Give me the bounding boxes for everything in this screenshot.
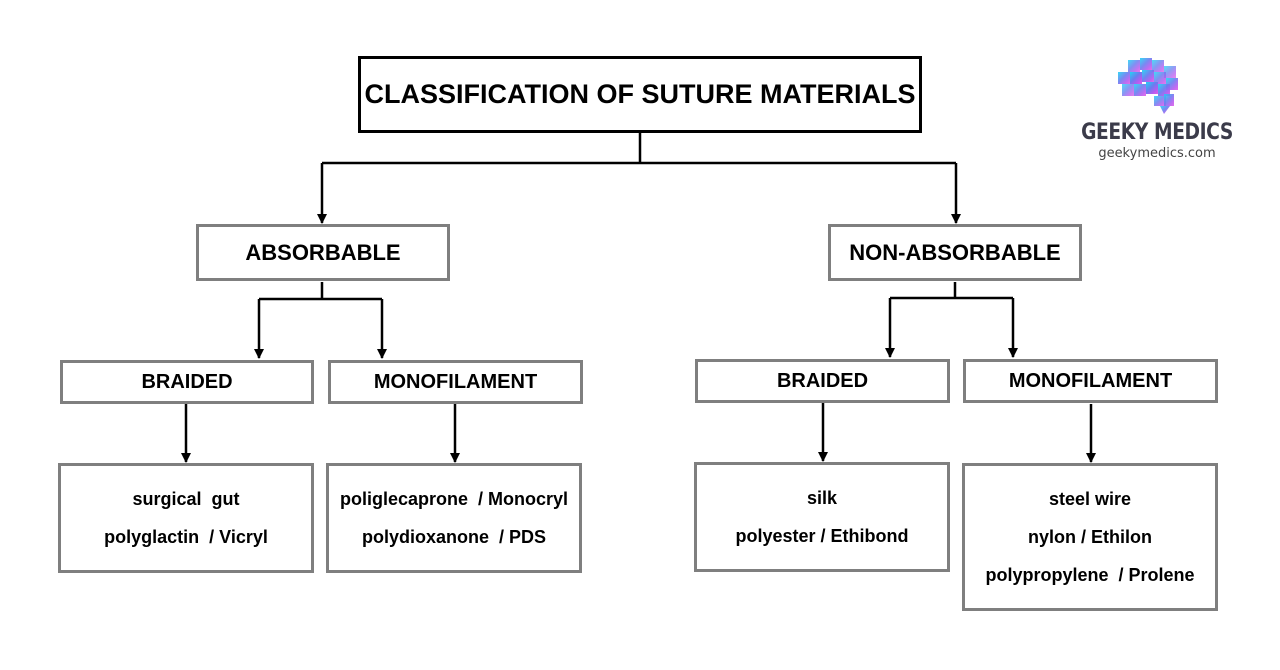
node-non-absorbable-monofilament-label: MONOFILAMENT xyxy=(1008,369,1173,392)
example-item: polyester / Ethibond xyxy=(735,526,909,546)
example-item: polyglactin / Vicryl xyxy=(104,527,268,547)
node-absorbable-label: ABSORBABLE xyxy=(245,239,401,265)
connector-title-split xyxy=(322,133,956,165)
logo-name: GEEKY MEDICS xyxy=(1081,120,1233,145)
examples-non-absorbable-braided: silk polyester / Ethibond xyxy=(694,462,950,572)
example-item: nylon / Ethilon xyxy=(1028,527,1152,547)
node-non-absorbable-braided: BRAIDED xyxy=(695,359,950,403)
example-item: silk xyxy=(806,488,838,508)
node-absorbable-braided-label: BRAIDED xyxy=(141,370,233,393)
examples-non-absorbable-monofilament: steel wire nylon / Ethilon polypropylene… xyxy=(962,463,1218,611)
examples-absorbable-braided: surgical gut polyglactin / Vicryl xyxy=(58,463,314,573)
node-non-absorbable-monofilament: MONOFILAMENT xyxy=(963,359,1218,403)
node-non-absorbable-label: NON-ABSORBABLE xyxy=(849,239,1061,265)
node-non-absorbable: NON-ABSORBABLE xyxy=(828,224,1082,281)
node-absorbable-monofilament-label: MONOFILAMENT xyxy=(373,370,538,393)
connector-non-absorbable-split xyxy=(890,282,1013,300)
example-item: poliglecaprone / Monocryl xyxy=(339,489,569,509)
geeky-medics-logo: GEEKY MEDICS geekymedics.com xyxy=(1052,48,1262,163)
node-absorbable-braided: BRAIDED xyxy=(60,360,314,404)
example-item: polydioxanone / PDS xyxy=(361,527,547,547)
connector-absorbable-split xyxy=(259,282,382,301)
node-absorbable: ABSORBABLE xyxy=(196,224,450,281)
diagram-title: CLASSIFICATION OF SUTURE MATERIALS xyxy=(358,56,922,133)
examples-absorbable-monofilament: poliglecaprone / Monocryl polydioxanone … xyxy=(326,463,582,573)
example-item: surgical gut xyxy=(132,489,240,509)
diagram-title-text: CLASSIFICATION OF SUTURE MATERIALS xyxy=(364,79,916,109)
node-non-absorbable-braided-label: BRAIDED xyxy=(776,369,869,392)
logo-url: geekymedics.com xyxy=(1098,146,1216,161)
node-absorbable-monofilament: MONOFILAMENT xyxy=(328,360,583,404)
example-item: polypropylene / Prolene xyxy=(985,565,1195,585)
example-item: steel wire xyxy=(1048,489,1132,509)
brain-pixel-icon xyxy=(1118,58,1178,114)
